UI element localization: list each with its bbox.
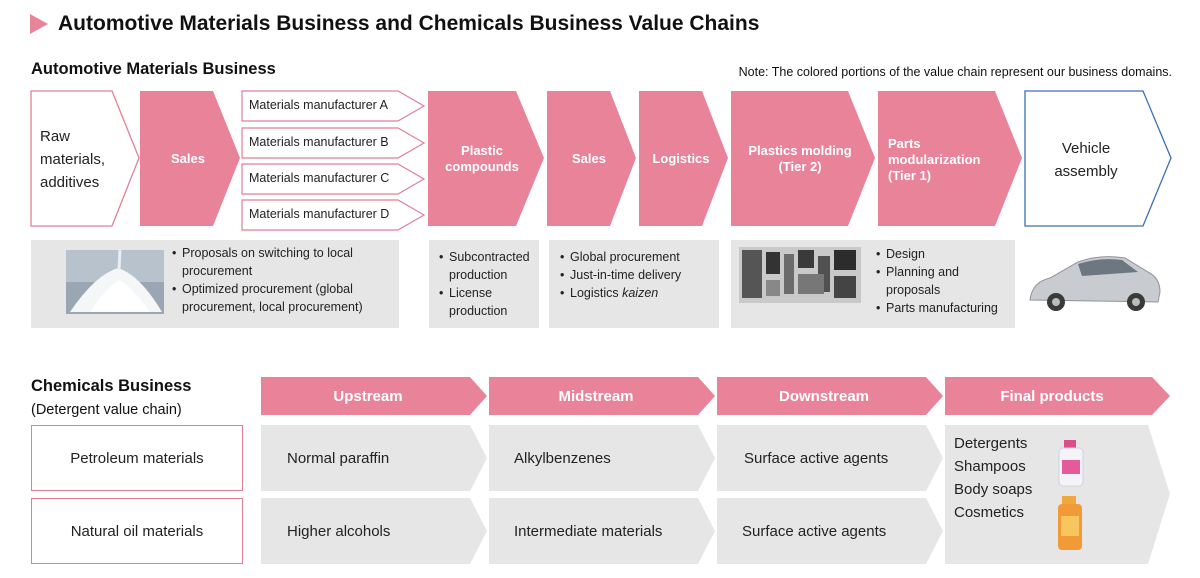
sales-label-1: Sales — [171, 150, 205, 166]
list-item: Cosmetics — [954, 504, 1025, 521]
plastics-molding-label: Plastics molding (Tier 2) — [748, 142, 852, 174]
list-item: Body soaps — [954, 481, 1033, 498]
logistics-label: Logistics — [652, 150, 710, 166]
list-item: Optimized procurement (global procuremen… — [172, 280, 394, 316]
parts-modularization-arrow — [878, 91, 1022, 226]
cell-downstream-petroleum: Surface active agents — [744, 450, 889, 467]
stage-final-products: Final products — [1000, 388, 1104, 405]
plastic-compounds-label: Plastic compounds — [445, 142, 519, 174]
final-products-box — [945, 425, 1170, 564]
list-item: Subcontracted production — [439, 248, 535, 284]
auto-parts-image — [739, 247, 861, 303]
final-products-list: Detergents Shampoos Body soaps Cosmetics — [954, 432, 1032, 524]
manufacturer-a-arrow — [241, 90, 426, 122]
upstream-row2-arrow — [261, 498, 487, 564]
manufacturer-d-arrow — [241, 199, 426, 231]
downstream-row1-arrow — [717, 425, 943, 491]
manufacturer-c-arrow — [241, 163, 426, 195]
manufacturer-b-arrow — [241, 127, 426, 159]
vehicle-assembly-arrow — [1024, 90, 1172, 227]
row-label-petroleum: Petroleum materials — [31, 425, 243, 491]
midstream-row1-arrow — [489, 425, 715, 491]
automotive-heading: Automotive Materials Business — [31, 60, 276, 78]
value-chain-note: Note: The colored portions of the value … — [738, 65, 1172, 79]
raw-materials-label: Raw materials, additives — [40, 128, 106, 191]
upstream-arrow — [261, 377, 487, 415]
info-box-4-list: Design Planning and proposals Parts manu… — [876, 245, 1010, 317]
list-item: Global procurement — [560, 248, 716, 266]
parts-modularization-label: Parts modularization (Tier 1) — [888, 136, 981, 183]
detergent-bottle-image — [1058, 440, 1084, 487]
stage-downstream: Downstream — [778, 388, 870, 405]
list-item: Logistics kaizen — [560, 284, 716, 302]
raw-materials-arrow — [30, 90, 140, 227]
list-item: Shampoos — [954, 458, 1026, 475]
plastic-compounds-arrow — [428, 91, 544, 226]
row-label-natural-oil: Natural oil materials — [31, 498, 243, 564]
manufacturer-c-label: Materials manufacturer C — [249, 171, 390, 185]
upstream-row1-arrow — [261, 425, 487, 491]
sales-arrow-2 — [547, 91, 636, 226]
logistics-arrow — [639, 91, 728, 226]
cell-midstream-natural-oil: Intermediate materials — [514, 523, 663, 540]
sales-label-2: Sales — [572, 150, 606, 166]
midstream-arrow — [489, 377, 715, 415]
cosmetic-bottle-image — [1058, 496, 1082, 550]
info-box-2-list: Subcontracted production License product… — [439, 248, 535, 320]
cell-midstream-petroleum: Alkylbenzenes — [514, 450, 611, 467]
list-item: Detergents — [954, 435, 1028, 452]
list-item: Planning and proposals — [876, 263, 1010, 299]
chemicals-subheading: (Detergent value chain) — [31, 402, 182, 418]
title-triangle-icon — [30, 14, 48, 34]
chemicals-heading: Chemicals Business — [31, 377, 192, 395]
info-box-3-list: Global procurement Just-in-time delivery… — [560, 248, 716, 302]
list-item: License production — [439, 284, 535, 320]
stage-midstream: Midstream — [558, 388, 634, 405]
downstream-row2-arrow — [717, 498, 943, 564]
info-box-1-list: Proposals on switching to local procurem… — [172, 244, 394, 316]
manufacturer-b-label: Materials manufacturer B — [249, 135, 389, 149]
list-item: Just-in-time delivery — [560, 266, 716, 284]
downstream-arrow — [717, 377, 943, 415]
midstream-row2-arrow — [489, 498, 715, 564]
page-title: Automotive Materials Business and Chemic… — [58, 12, 760, 35]
final-products-arrow — [945, 377, 1170, 415]
list-item: Parts manufacturing — [876, 299, 1010, 317]
list-item: Design — [876, 245, 1010, 263]
stage-upstream: Upstream — [333, 388, 403, 405]
cell-downstream-natural-oil: Surface active agents — [742, 523, 887, 540]
cell-upstream-petroleum: Normal paraffin — [287, 450, 390, 467]
plastics-molding-arrow — [731, 91, 875, 226]
powder-image — [66, 249, 164, 314]
sales-arrow-1 — [140, 91, 240, 226]
manufacturer-d-label: Materials manufacturer D — [249, 207, 390, 221]
list-item: Proposals on switching to local procurem… — [172, 244, 394, 280]
cell-upstream-natural-oil: Higher alcohols — [287, 523, 391, 540]
vehicle-assembly-label: Vehicle assembly — [1054, 140, 1118, 180]
manufacturer-a-label: Materials manufacturer A — [249, 98, 388, 112]
car-image — [1025, 246, 1163, 318]
